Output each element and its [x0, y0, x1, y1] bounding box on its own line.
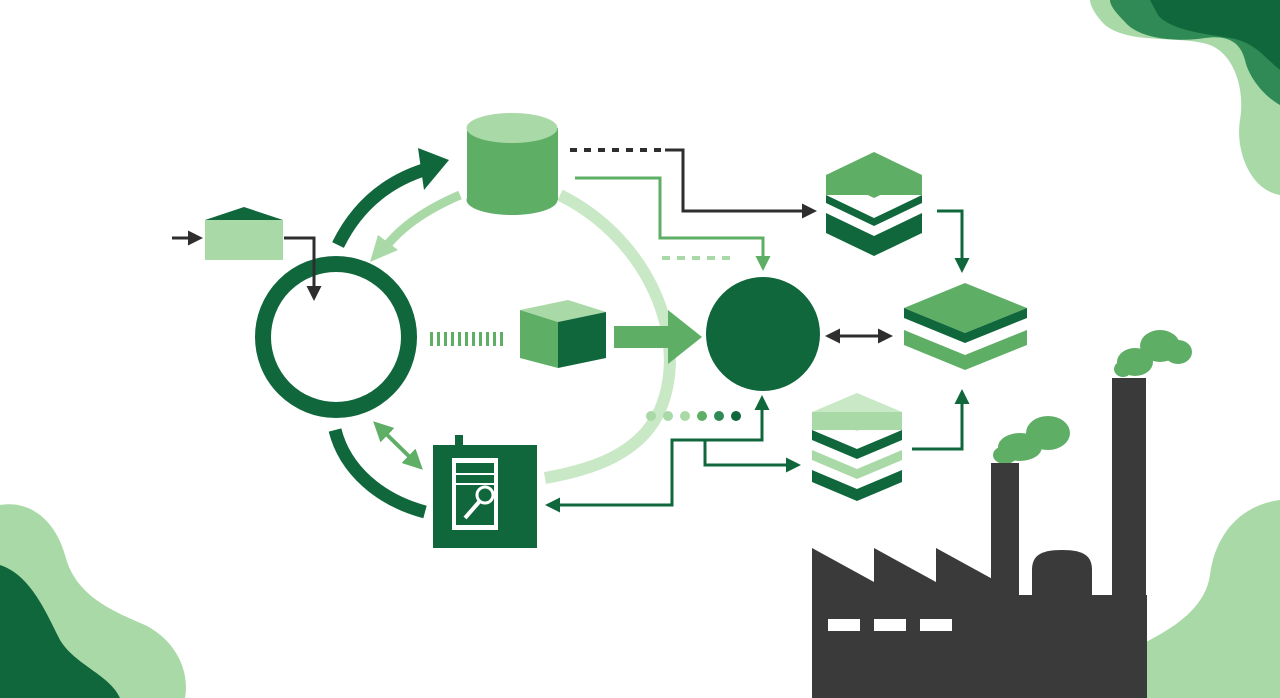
cube-to-processor-arrow — [614, 310, 702, 364]
corner-blob-top-right — [1090, 0, 1280, 195]
dark-cycle-arrow-top — [332, 161, 432, 248]
stack-bottom-to-stack-main-arrow — [912, 389, 970, 451]
processor-to-stack-bottom-arrow — [703, 440, 801, 473]
document-search-icon — [433, 435, 537, 548]
document-to-processor-arrow — [545, 395, 770, 513]
box-to-ring-arrow — [284, 236, 322, 301]
stack-layers-icon-bottom — [812, 393, 902, 501]
light-return-arrow — [381, 190, 462, 251]
small-box-icon — [205, 207, 283, 260]
database-cylinder-icon — [466, 113, 558, 215]
ring-document-double-arrow — [373, 421, 423, 470]
cube-icon — [520, 300, 606, 368]
factory-windows — [828, 619, 952, 631]
stack-layers-icon-main — [904, 283, 1027, 370]
cylinder-to-stack-top-arrow — [665, 148, 817, 219]
cycle-ring-icon — [255, 256, 417, 418]
processor-circle-icon — [706, 277, 820, 391]
factory-icon — [812, 378, 1147, 698]
dark-cycle-arc-bottom — [328, 428, 427, 519]
stack-top-to-stack-main-arrow — [937, 209, 970, 273]
arrowhead-top — [418, 148, 449, 190]
arrowhead-light-return — [370, 235, 398, 262]
stack-layers-icon — [826, 152, 922, 256]
cylinder-to-processor-link — [575, 176, 771, 271]
smoke-cloud-icon-right — [1114, 330, 1192, 377]
smoke-cloud-icon — [993, 416, 1070, 464]
corner-blob-bottom-left — [0, 504, 186, 698]
